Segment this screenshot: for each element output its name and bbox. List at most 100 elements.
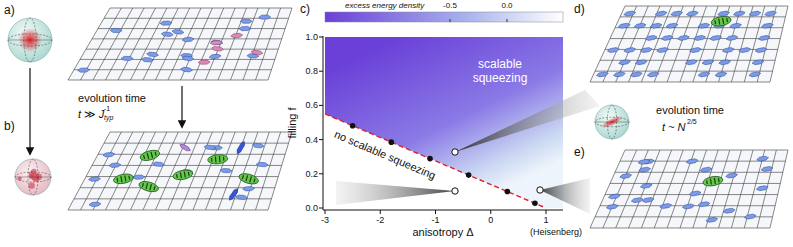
panel-letter: d) — [574, 3, 585, 17]
region-label: no scalable squeezing — [332, 128, 437, 182]
lattice-line — [193, 132, 224, 210]
cluster-blob — [138, 180, 160, 194]
bloch-sphere — [595, 105, 629, 139]
lattice-line — [654, 150, 683, 228]
cluster-blob — [139, 148, 161, 162]
axis-tick — [319, 208, 323, 209]
spin-arrow — [661, 35, 674, 41]
bloch-sphere — [15, 159, 51, 195]
spin-arrow — [242, 186, 254, 191]
lattice-line — [603, 150, 637, 228]
lattice-line — [625, 150, 788, 151]
lattice-line — [625, 6, 788, 7]
lattice-line — [706, 150, 730, 228]
data-point — [505, 189, 511, 195]
spin-arrow — [259, 15, 271, 19]
spin-arrow — [211, 46, 223, 51]
lattice-d — [590, 6, 788, 82]
axis-title: filling f — [286, 107, 299, 138]
axis-tick — [319, 71, 323, 72]
time-arrow — [181, 86, 182, 127]
superscript: 2/5 — [687, 118, 697, 126]
spin-arrow — [749, 71, 762, 77]
axis-line — [323, 36, 324, 210]
tick-label: 1.0 — [305, 32, 318, 42]
axis-tick — [435, 210, 436, 214]
tick-label: 0.8 — [305, 66, 318, 76]
annotation: evolution time — [656, 104, 724, 117]
spin-arrow — [235, 195, 247, 200]
lattice-line — [110, 132, 292, 133]
cluster-bar — [143, 151, 156, 160]
spin-arrow — [758, 35, 771, 41]
spin-arrow — [729, 23, 742, 29]
selected-point — [452, 149, 458, 155]
spin-arrow — [209, 54, 221, 59]
spin-arrow — [715, 71, 728, 77]
axis-title: anisotropy Δ — [412, 226, 473, 239]
sphere-axis — [8, 40, 52, 41]
spin-arrow — [182, 56, 194, 61]
spin-arrow — [693, 35, 706, 41]
tick-label: -1 — [431, 215, 439, 225]
spin-arrow — [634, 23, 647, 29]
spin-arrow — [700, 167, 713, 173]
spin-arrow — [698, 201, 711, 207]
lattice-b — [68, 132, 292, 210]
axis-tick — [490, 210, 491, 214]
spin-arrow — [228, 188, 239, 202]
spin-arrow — [677, 35, 690, 41]
spin-arrow — [619, 173, 632, 179]
cluster-blob — [172, 169, 193, 182]
spin-cluster — [238, 172, 260, 186]
colorbar-tick — [450, 19, 451, 22]
lattice-line — [118, 8, 156, 80]
bloch-sphere — [8, 18, 52, 62]
annotation: t ≫ J — [78, 108, 104, 121]
tick-label: 1 — [543, 215, 548, 225]
spin-arrow — [655, 11, 668, 17]
lattice-line — [615, 172, 783, 173]
spin-arrow — [723, 208, 736, 214]
lattice-line — [106, 132, 145, 210]
annotation: t ~ N — [662, 121, 686, 134]
lattice-line — [629, 150, 660, 228]
cluster-bar — [211, 156, 223, 163]
spin-arrow — [239, 26, 251, 30]
lattice-line — [74, 69, 271, 70]
selected-point — [452, 188, 458, 194]
tick-label: -2 — [376, 215, 384, 225]
cluster-bar — [176, 171, 189, 179]
cluster-bar — [117, 175, 130, 183]
spin-arrow — [685, 59, 698, 65]
spin-arrow — [640, 47, 653, 53]
lattice-line — [168, 132, 201, 210]
colorbar-tick — [507, 19, 508, 22]
superscript: -1 — [104, 105, 110, 113]
cluster-blob — [238, 172, 260, 186]
lattice-line — [610, 183, 780, 184]
lattice-line — [231, 8, 258, 80]
colorbar-label: -0.5 — [443, 1, 457, 10]
lattice-line — [268, 8, 292, 80]
spin-arrow — [89, 202, 101, 207]
lattice-line — [68, 132, 110, 210]
spin-arrow — [642, 197, 655, 203]
lattice-line — [590, 82, 770, 83]
spin-arrow — [141, 57, 153, 62]
spin-arrow — [152, 162, 164, 167]
spin-arrow — [733, 11, 746, 17]
lattice-line — [268, 132, 292, 210]
axis-tick — [380, 210, 381, 214]
axis-tick — [546, 210, 547, 214]
lattice-line — [654, 6, 683, 82]
lattice-line — [603, 6, 637, 82]
lattice-line — [693, 6, 718, 82]
spin-arrow — [698, 23, 711, 29]
zoom-cone — [336, 181, 455, 205]
spin-arrow — [689, 190, 702, 196]
lattice-line — [595, 71, 773, 72]
lattice-line — [81, 132, 122, 210]
spin-arrow — [618, 23, 631, 29]
spin-arrow — [682, 203, 695, 209]
